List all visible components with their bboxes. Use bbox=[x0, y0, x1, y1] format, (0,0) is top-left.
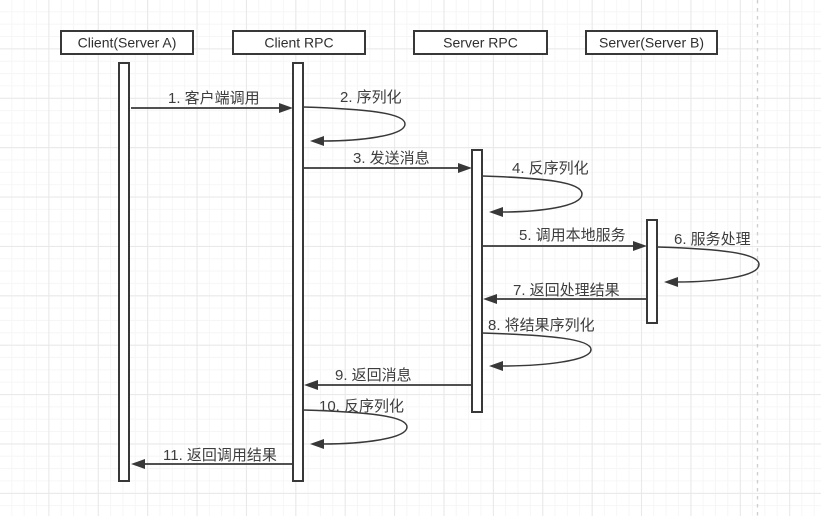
lifeline-header-label-server-b: Server(Server B) bbox=[599, 35, 704, 51]
self-loop-2 bbox=[302, 106, 406, 142]
message-label-5: 5. 调用本地服务 bbox=[519, 227, 626, 244]
arrowhead-icon bbox=[279, 103, 293, 113]
message-label-8: 8. 将结果序列化 bbox=[488, 317, 595, 334]
message-label-1: 1. 客户端调用 bbox=[168, 90, 260, 107]
self-loop-6 bbox=[656, 246, 760, 283]
self-loop-4 bbox=[481, 175, 583, 213]
message-label-9: 9. 返回消息 bbox=[335, 367, 412, 384]
activation-bar-client-rpc bbox=[292, 62, 304, 482]
arrowhead-icon bbox=[310, 439, 324, 449]
arrowhead-icon bbox=[458, 163, 472, 173]
self-loop-8 bbox=[481, 332, 592, 367]
message-label-3: 3. 发送消息 bbox=[353, 150, 430, 167]
message-label-11: 11. 返回调用结果 bbox=[163, 447, 277, 464]
activation-bar-server-rpc bbox=[471, 149, 483, 413]
lifeline-header-box-client-rpc bbox=[232, 30, 366, 55]
lifeline-header-label-server-rpc: Server RPC bbox=[443, 35, 518, 51]
self-loop-10 bbox=[302, 409, 408, 445]
arrowhead-icon bbox=[664, 277, 678, 287]
lifeline-header-label-client-a: Client(Server A) bbox=[78, 35, 177, 51]
activation-bar-server-b bbox=[646, 219, 658, 324]
arrowhead-icon bbox=[131, 459, 145, 469]
message-label-6: 6. 服务处理 bbox=[674, 231, 751, 248]
arrowhead-icon bbox=[633, 241, 647, 251]
message-label-7: 7. 返回处理结果 bbox=[513, 282, 620, 299]
message-label-10: 10. 反序列化 bbox=[319, 398, 404, 415]
lifeline-header-label-client-rpc: Client RPC bbox=[264, 35, 333, 51]
message-label-4: 4. 反序列化 bbox=[512, 160, 589, 177]
arrowhead-icon bbox=[310, 136, 324, 146]
activation-bar-client-a bbox=[118, 62, 130, 482]
arrowhead-icon bbox=[483, 294, 497, 304]
arrowhead-icon bbox=[489, 207, 503, 217]
lifeline-header-box-server-b bbox=[585, 30, 718, 55]
lifeline-header-box-server-rpc bbox=[413, 30, 548, 55]
arrowhead-icon bbox=[304, 380, 318, 390]
arrowhead-icon bbox=[489, 361, 503, 371]
message-label-2: 2. 序列化 bbox=[340, 89, 402, 106]
lifeline-header-box-client-a bbox=[60, 30, 194, 55]
